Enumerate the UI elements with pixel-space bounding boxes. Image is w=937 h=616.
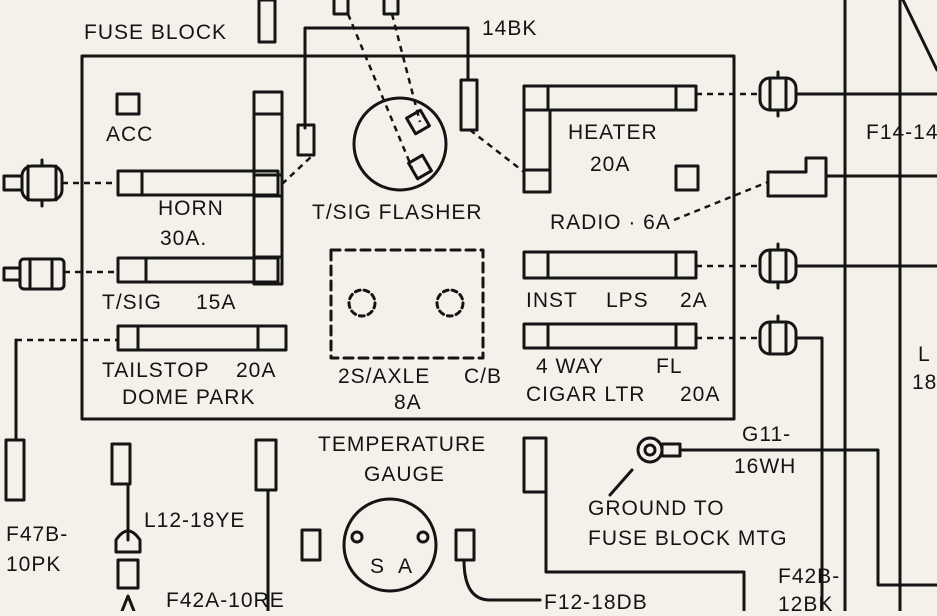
heater-small-socket <box>674 164 700 192</box>
ground-ring <box>636 436 664 464</box>
label-tailstop-amp: 20A <box>236 359 277 382</box>
tsig-flasher-circle <box>352 96 448 192</box>
label-inst-amp: 2A <box>680 289 708 312</box>
label-f47b: F47B- <box>6 523 69 546</box>
right-connector-2 <box>758 248 798 284</box>
label-f12: F12-18DB <box>544 591 648 614</box>
acc-socket <box>115 92 141 116</box>
temp-gauge-pin-left <box>350 530 364 544</box>
l12-connector <box>110 442 132 486</box>
label-fuse-block: FUSE BLOCK <box>84 21 228 44</box>
wire-14bk <box>303 26 470 130</box>
gauge-left-terminal <box>300 528 322 562</box>
label-axle-amp: 8A <box>394 391 422 414</box>
temp-gauge-circle <box>342 497 438 593</box>
flasher-pin-lower <box>407 153 433 181</box>
label-f14: F14-14 <box>866 121 937 144</box>
label-acc: ACC <box>106 123 154 146</box>
label-cigar-ltr: CIGAR LTR <box>526 383 646 406</box>
label-four-way: 4 WAY <box>536 355 605 378</box>
label-horn-amp: 30A. <box>160 227 208 250</box>
label-l12: L12-18YE <box>144 509 246 532</box>
wire-14bk-terminal-right <box>459 78 479 132</box>
label-gauge-a: A <box>398 555 414 578</box>
label-radio: RADIO · 6A <box>550 211 671 234</box>
top-terminal-2 <box>382 0 400 16</box>
inst-lps-fuse <box>522 250 698 280</box>
fuse-block-outline <box>80 54 736 421</box>
flasher-pin-upper <box>405 108 431 136</box>
heater-fuse-horizontal <box>522 84 698 112</box>
label-horn: HORN <box>158 197 224 220</box>
label-heater-amp: 20A <box>590 153 631 176</box>
label-gauge: GAUGE <box>364 463 445 486</box>
bulb-socket <box>114 529 142 554</box>
temp-gauge-pin-right <box>416 530 430 544</box>
label-wire-16wh: 16WH <box>734 455 797 478</box>
label-gauge-s: S <box>370 555 386 578</box>
radio-connector <box>766 156 828 198</box>
label-cigar-amp: 20A <box>680 383 721 406</box>
label-tsig-amp: 15A <box>196 291 237 314</box>
label-axle: 2S/AXLE <box>338 365 431 388</box>
top-terminal-1 <box>332 0 350 16</box>
label-fuse-block-mtg: FUSE BLOCK MTG <box>588 527 788 550</box>
label-g11: G11- <box>742 423 792 446</box>
label-tsig-flasher: T/SIG FLASHER <box>312 201 483 224</box>
label-heater: HEATER <box>568 121 658 144</box>
label-lps: LPS <box>606 289 649 312</box>
label-tsig: T/SIG <box>102 291 162 314</box>
gauge-right-terminal <box>454 528 476 562</box>
label-l-right: L <box>918 343 931 366</box>
label-fl: FL <box>656 355 683 378</box>
f47b-connector <box>4 438 26 502</box>
bulb-base <box>116 558 140 590</box>
heater-fuse-vertical <box>522 108 552 194</box>
label-wire-10pk: 10PK <box>6 553 62 576</box>
top-connector-left <box>257 0 277 44</box>
label-f42a: F42A-10RE <box>166 589 285 612</box>
label-dome-park: DOME PARK <box>122 386 256 409</box>
tsig-fuse <box>116 256 280 284</box>
f42a-connector <box>254 438 278 492</box>
right-connector-1 <box>758 76 798 112</box>
label-f42b: F42B- <box>778 565 841 588</box>
cigar-fuse <box>522 322 698 350</box>
vertical-bus-bar <box>252 90 284 286</box>
label-tailstop: TAILSTOP <box>102 359 210 382</box>
circuit-breaker-outline <box>329 248 485 360</box>
mid-right-connector <box>522 436 548 494</box>
label-cb: C/B <box>464 365 503 388</box>
wire-14bk-terminal-left <box>296 123 316 157</box>
label-ground-to: GROUND TO <box>588 497 725 520</box>
label-wire-12bk: 12BK <box>778 593 834 616</box>
label-wire-14bk: 14BK <box>482 17 538 40</box>
label-18: 18 <box>912 371 937 394</box>
right-connector-3 <box>758 320 798 356</box>
cb-stud-right <box>435 288 465 318</box>
cb-stud-left <box>347 288 377 318</box>
dashed-wires <box>16 13 769 342</box>
left-connector-lower <box>18 257 66 291</box>
tailstop-fuse <box>116 324 288 352</box>
label-temperature: TEMPERATURE <box>318 433 487 456</box>
label-inst: INST <box>526 289 578 312</box>
